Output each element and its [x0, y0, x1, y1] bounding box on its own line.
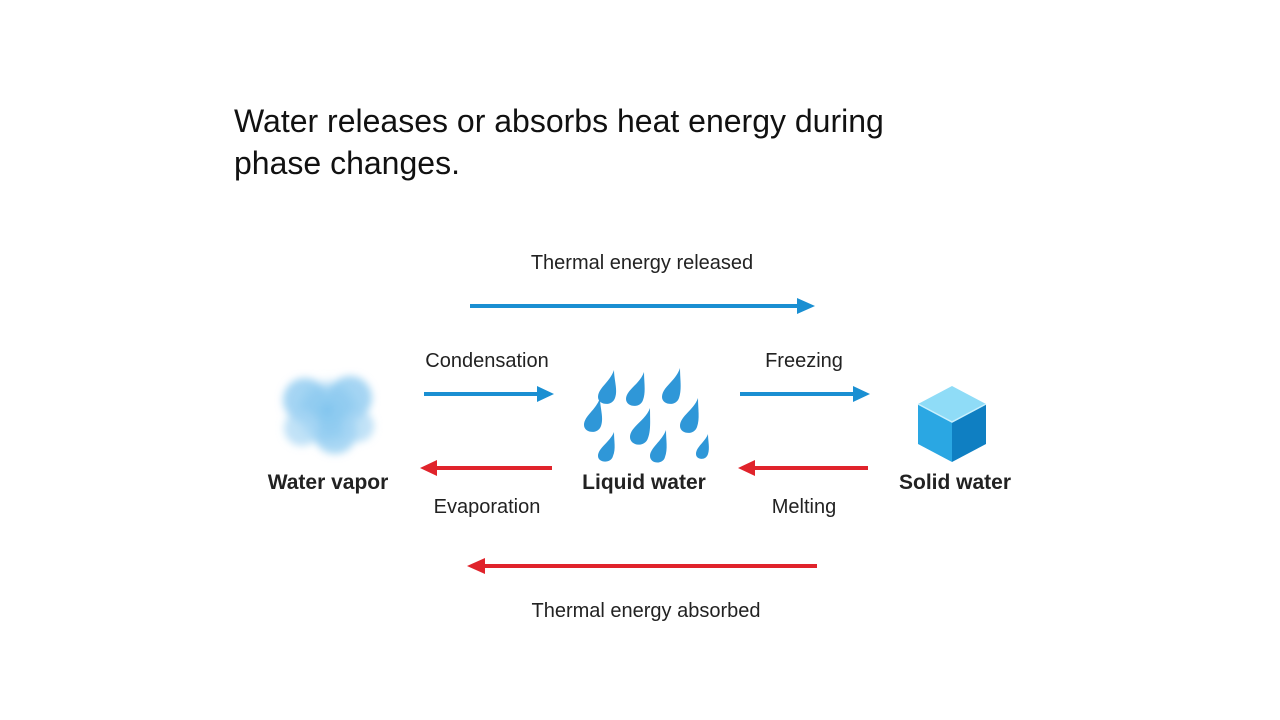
condensation-arrow [424, 386, 554, 402]
freezing-label: Freezing [765, 350, 843, 372]
water-vapor-icon [283, 376, 374, 454]
released-arrow [470, 298, 815, 314]
evaporation-arrow [420, 460, 552, 476]
thermal-energy-released-label: Thermal energy released [530, 252, 754, 274]
absorbed-arrow [467, 558, 817, 574]
melting-label: Melting [771, 496, 837, 518]
freezing-arrow [740, 386, 870, 402]
liquid-water-drops-icon [584, 368, 709, 463]
liquid-water-label: Liquid water [582, 471, 706, 494]
melting-arrow [738, 460, 868, 476]
page-heading: Water releases or absorbs heat energy du… [234, 103, 884, 181]
thermal-energy-absorbed-label: Thermal energy absorbed [531, 600, 761, 622]
water-vapor-label: Water vapor [267, 471, 389, 494]
condensation-label: Condensation [425, 350, 549, 372]
solid-water-label: Solid water [898, 471, 1012, 494]
solid-water-ice-cube-icon [917, 386, 987, 462]
evaporation-label: Evaporation [433, 496, 541, 518]
